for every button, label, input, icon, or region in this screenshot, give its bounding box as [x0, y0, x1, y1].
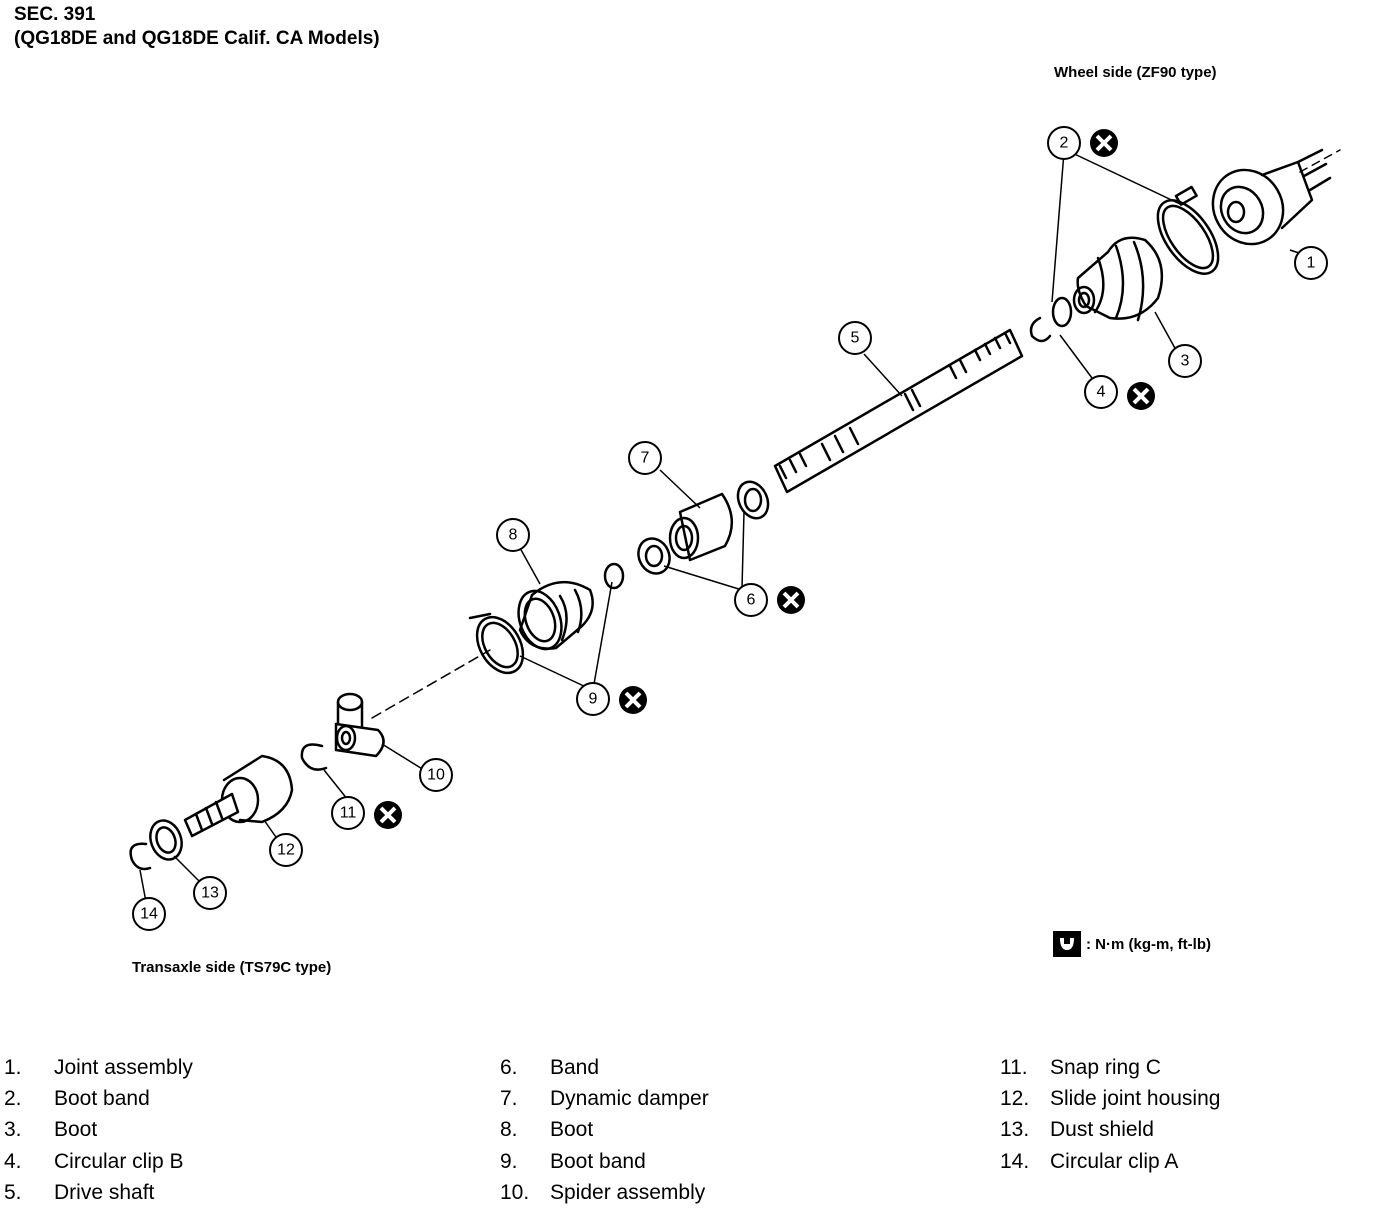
section-number: SEC. 391: [14, 4, 96, 25]
drive-shaft-part: [773, 328, 1024, 494]
cross-circle-icon: [619, 686, 647, 714]
drive-shaft-exploded-diagram: 1 2 3 4 5 6 7 8 9 10 11 12 13 14: [129, 126, 1341, 931]
cross-circle-icon: [1090, 129, 1118, 157]
circular-clip-b-part: [1029, 316, 1052, 343]
cross-circle-icon: [1127, 382, 1155, 410]
circular-clip-a-part: [129, 842, 152, 871]
legend-item: 10.Spider assembly: [500, 1180, 706, 1204]
callout-4: 4: [1084, 375, 1118, 409]
legend-item: 1.Joint assembly: [4, 1055, 193, 1079]
legend-item: 3.Boot: [4, 1118, 98, 1142]
callout-2: 2: [1047, 126, 1081, 160]
dynamic-damper-part: [668, 492, 733, 562]
svg-text:8: 8: [509, 527, 518, 544]
non-reusable-markers: [374, 129, 1155, 829]
legend-item: 6.Band: [500, 1055, 600, 1079]
snap-ring-c-part: [300, 743, 328, 771]
small-ring-part: [1051, 296, 1073, 328]
legend-item: 14.Circular clip A: [1000, 1149, 1179, 1173]
legend-item: 12.Slide joint housing: [1000, 1086, 1221, 1110]
unit-note-text: : N·m (kg-m, ft-lb): [1086, 935, 1211, 953]
legend-item: 5.Drive shaft: [4, 1180, 155, 1204]
svg-text:1: 1: [1307, 255, 1316, 272]
callout-6: 6: [734, 583, 768, 617]
svg-text:9: 9: [589, 691, 598, 708]
transaxle-side-label: Transaxle side (TS79C type): [132, 959, 332, 976]
svg-text:2: 2: [1060, 135, 1069, 152]
legend-column-3: 11.Snap ring C 12.Slide joint housing 13…: [1000, 1052, 1220, 1177]
boot-wheel-part: [1072, 236, 1164, 322]
small-band-part: [603, 562, 625, 590]
callout-12: 12: [269, 833, 303, 867]
cross-circle-icon: [374, 801, 402, 829]
slide-joint-housing-part: [183, 754, 294, 838]
legend-item: 9.Boot band: [500, 1149, 646, 1173]
legend-column-2: 6.Band 7.Dynamic damper 8.Boot 9.Boot ba…: [500, 1052, 709, 1208]
legend-item: 4.Circular clip B: [4, 1149, 184, 1173]
legend-column-1: 1.Joint assembly 2.Boot band 3.Boot 4.Ci…: [4, 1052, 193, 1208]
callout-13: 13: [193, 876, 227, 910]
callout-3: 3: [1168, 344, 1202, 378]
legend-item: 2.Boot band: [4, 1086, 150, 1110]
legend-item: 7.Dynamic damper: [500, 1086, 709, 1110]
svg-text:13: 13: [201, 885, 219, 902]
svg-text:12: 12: [277, 842, 295, 859]
callout-8: 8: [496, 518, 530, 552]
boot-transaxle-part: [517, 580, 594, 651]
band-parts: [637, 480, 770, 575]
cross-circle-icon: [777, 586, 805, 614]
svg-text:4: 4: [1097, 384, 1106, 401]
leader-lines: [139, 149, 1303, 903]
wheel-side-label: Wheel side (ZF90 type): [1054, 64, 1217, 81]
models-title: (QG18DE and QG18DE Calif. CA Models): [14, 28, 380, 49]
legend-item: 8.Boot: [500, 1118, 594, 1142]
legend-item: 11.Snap ring C: [1000, 1055, 1161, 1079]
svg-text:10: 10: [427, 767, 445, 784]
dust-shield-part: [149, 819, 183, 861]
spider-assembly-part: [334, 692, 385, 758]
callout-9: 9: [576, 682, 610, 716]
callout-5: 5: [838, 321, 872, 355]
svg-text:3: 3: [1181, 353, 1190, 370]
callout-10: 10: [419, 758, 453, 792]
torque-unit-note: : N·m (kg-m, ft-lb): [1052, 930, 1211, 958]
callout-1: 1: [1294, 246, 1328, 280]
svg-text:6: 6: [747, 592, 756, 609]
boot-band-wheel-part: [1156, 185, 1220, 275]
svg-text:14: 14: [140, 906, 158, 923]
callout-11: 11: [331, 796, 365, 830]
boot-band-transaxle-part: [468, 612, 525, 675]
legend-item: 13.Dust shield: [1000, 1118, 1154, 1142]
callout-7: 7: [628, 441, 662, 475]
joint-assembly-part: [1211, 148, 1332, 246]
svg-text:7: 7: [641, 450, 650, 467]
svg-text:11: 11: [340, 805, 357, 822]
callout-14: 14: [132, 897, 166, 931]
torque-wrench-icon: [1053, 931, 1081, 957]
svg-text:5: 5: [851, 330, 860, 347]
